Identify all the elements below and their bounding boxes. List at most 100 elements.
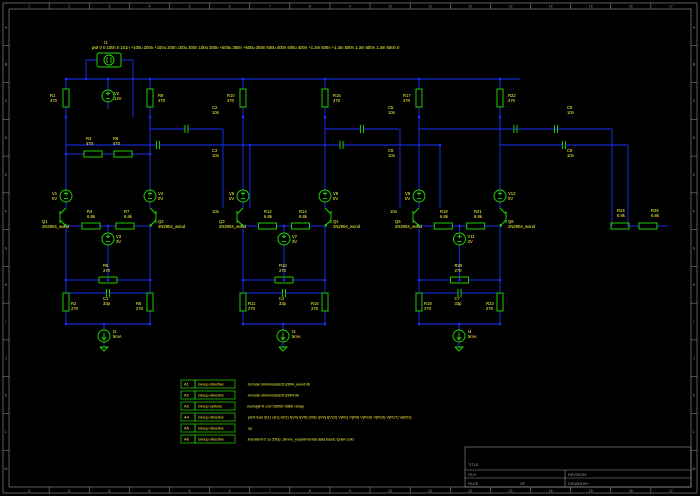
stage-2-qr-value: 2N2904_wond: [508, 224, 536, 229]
frame-col-label: 10: [388, 489, 392, 493]
frame-row-label: C: [693, 99, 696, 103]
directive-kind: Group directive: [198, 383, 224, 387]
stage-1-rr-value: 470: [333, 98, 341, 103]
stage-2-rr-name: R22: [508, 93, 516, 98]
frame-col-label: 6: [229, 5, 231, 9]
frame-row-label: E: [693, 173, 696, 177]
frame-col-label: 7: [269, 5, 271, 9]
current-arrow: [456, 336, 462, 341]
junction-dot: [323, 115, 327, 119]
voltage-source-body: [101, 89, 115, 103]
directive-kind-box: [194, 423, 236, 433]
transistor-arrow: [149, 223, 152, 227]
stage-0-rmb-name: R6: [113, 136, 119, 141]
frame-row-label: H: [5, 283, 8, 287]
frame-col-label: 1: [28, 489, 30, 493]
junction-dot: [148, 77, 152, 81]
frame-row-label: B: [693, 62, 696, 66]
stage-1-rt-name: R13: [279, 263, 287, 268]
stage-1-rr-name: R15: [333, 93, 341, 98]
frame-col-label: 15: [589, 5, 593, 9]
drawn-by-field: DRAWN BY:: [568, 482, 589, 486]
of-field: OF: [520, 482, 526, 486]
stage-2-vb-name: V11: [468, 234, 476, 239]
frame-col-label: 17: [669, 489, 673, 493]
stage-0-vl-value: 0V: [52, 196, 57, 201]
resistor-body: [146, 292, 154, 312]
directive-text: .transient 0 1u 250p .sim/rx_experimenta…: [247, 438, 354, 442]
frame-col-label: 12: [468, 5, 472, 9]
resistor-body: [83, 150, 103, 158]
frame-row-label: C: [5, 99, 8, 103]
stage-2-vr-value: 0V: [508, 196, 513, 201]
frame-row-label: E: [5, 173, 8, 177]
voltage-source-body: [143, 189, 157, 203]
coupler-1-bot-name: C6: [388, 148, 394, 153]
resistor-body: [146, 88, 154, 108]
junction-dot: [148, 115, 152, 119]
coupler-0-bot-value: 10n: [212, 153, 220, 158]
coupler-2-bot-name: C9: [567, 148, 573, 153]
stage-2-qr-name: Q6: [508, 219, 514, 224]
stage-0-rt-value: 270: [103, 268, 111, 273]
resistor-body: [62, 292, 70, 312]
junction-dot: [64, 322, 68, 326]
transistor-emitter: [59, 219, 67, 227]
stage-side-label-1: 10n: [390, 209, 398, 214]
stage-1-ql-name: Q3: [219, 219, 225, 224]
stage-1-vb-value: 3V: [292, 239, 297, 244]
directive-kind: Group directive: [198, 438, 224, 442]
junction-dot: [323, 322, 327, 326]
frame-row-label: J: [5, 357, 7, 361]
stage-1-cap-name: C4: [279, 296, 285, 301]
frame-col-label: 15: [589, 489, 593, 493]
junction-dot: [458, 224, 461, 228]
stage-1-vr-name: V8: [333, 191, 339, 196]
stage-1-qr-value: 2N2904_wond: [333, 224, 361, 229]
stage-0-rbr-value: 270: [136, 306, 144, 311]
frame-col-label: 13: [509, 489, 513, 493]
voltage-source-body: [493, 189, 507, 203]
frame-col-label: 16: [629, 489, 633, 493]
frame-col-label: 2: [68, 5, 70, 9]
wires: [65, 59, 668, 347]
stage-2-cap-name: C7: [455, 296, 461, 301]
junction-dot: [84, 77, 88, 81]
revision-field: REVISION:: [568, 473, 587, 477]
load-0-name: R24: [617, 208, 625, 213]
pwl-source-body: [103, 54, 115, 66]
junction-dot: [282, 278, 286, 282]
frame-col-label: 7: [269, 489, 271, 493]
junction-dot: [64, 115, 68, 119]
junction-dots: [64, 77, 502, 326]
stage-0-rma-value: 470: [86, 141, 94, 146]
resistor-body: [466, 222, 486, 230]
junction-dot: [457, 322, 461, 326]
voltage-source-body: [236, 189, 250, 203]
stage-2-vl-value: 0V: [405, 196, 410, 201]
frame-col-label: 1: [28, 5, 30, 9]
transistor-collector: [324, 207, 332, 215]
frame-grid-labels: 1122334455667788991010111112121313141415…: [5, 5, 696, 494]
stage-0-rl-name: R1: [50, 93, 56, 98]
directive-kind: Group directive: [198, 416, 224, 420]
frame-row-label: M: [5, 467, 8, 471]
junction-dot: [498, 115, 502, 119]
junction-dot: [64, 278, 68, 282]
transistor-emitter: [236, 219, 244, 227]
stage-2-rbl-value: 270: [424, 306, 432, 311]
resistor-body: [496, 292, 504, 312]
frame-col-label: 13: [509, 5, 513, 9]
stage-0-is-name: I2: [113, 329, 117, 334]
stage-0-ql-value: 2N2904_wond: [42, 224, 70, 229]
stage-0-cap-value: 33p: [103, 301, 111, 306]
stage-0-qr-name: Q2: [158, 219, 164, 224]
junction-dot: [417, 322, 421, 326]
junction-dot: [323, 278, 327, 282]
file-field: FILE:: [468, 473, 477, 477]
junction-dot: [498, 278, 502, 282]
transistor-arrow: [241, 223, 244, 227]
transistor-emitter: [412, 219, 420, 227]
resistor-body: [433, 222, 453, 230]
